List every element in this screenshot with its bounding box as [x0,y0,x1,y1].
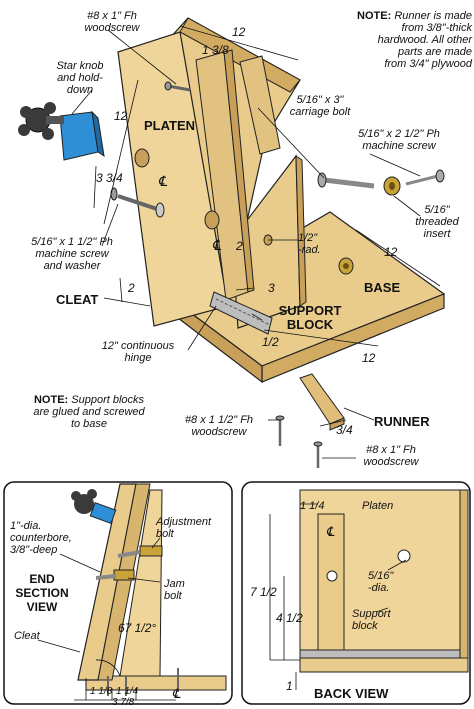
adjustment-bolt-label: Adjustment bolt [156,516,212,540]
dim-base-depth: 12 [384,245,398,259]
end-view-dim-b: 1 1/4 [116,686,139,697]
woodscrew-mid-label: #8 x 1 1/2" Fh woodscrew [184,414,254,438]
base-label: BASE [364,280,401,295]
woodscrew-mid [275,415,285,446]
carriage-bolt [317,172,375,189]
machine-screw-top-label: 5/16" x 2 1/2" Ph machine screw [358,128,440,152]
blocks-note: NOTE: Support blocks are glued and screw… [14,394,164,430]
dim-3: 3 [268,281,275,295]
woodscrew-bottom-label: #8 x 1" Fh woodscrew [363,444,419,468]
back-view-dim-outer: 7 1/2 [250,585,277,599]
jam-bolt-label: Jam bolt [164,578,185,602]
support-block-label: SUPPORT BLOCK [278,303,342,332]
svg-text:℄: ℄ [158,175,168,190]
star-knob-holddown [18,102,105,161]
end-view-angle: 67 1/2° [118,621,157,635]
dim-top-offset: 1 3/8 [202,43,229,57]
end-view-centerline: ℄ [172,686,181,701]
dim-runner-width: 3/4 [336,423,353,437]
machine-screw-washer-label: 5/16" x 1 1/2" Ph machine screw and wash… [31,236,113,272]
back-view-centerline: ℄ [326,524,335,539]
rad-label: 1/2" -rad. [298,232,321,256]
blocks-note-text: Support blocks are glued and screwed to … [33,394,145,430]
end-view-support-block [119,489,163,677]
woodscrew-bottom [313,441,323,468]
bolt-hole [204,210,220,230]
runner-note-prefix: NOTE: [357,10,392,22]
threaded-insert [338,176,401,275]
machine-screw-top [405,169,445,186]
end-view-cleat-label: Cleat [14,630,40,642]
carriage-bolt-label: 5/16" x 3" carriage bolt [289,94,351,118]
dim-platen-height: 12 [114,109,128,123]
runner-note-text: Runner is made from 3/8"-thick hardwood.… [377,10,472,70]
dim-2: 2 [236,239,243,253]
runner-note: NOTE: Runner is made from 3/8"-thick har… [300,10,472,70]
knob-hole [134,148,150,168]
runner [299,373,345,425]
back-view-title: BACK VIEW [314,686,389,701]
main-dimension-lines [71,25,441,459]
threaded-insert-label: 5/16" threaded insert [415,204,459,240]
end-view-dim-total: 3 7/8 [112,697,135,708]
dim-knob-offset: 3 3/4 [96,171,123,185]
woodscrew-top-label: #8 x 1" Fh woodscrew [84,10,140,34]
end-view-title: END SECTION VIEW [15,572,69,614]
woodscrew-top [164,81,191,92]
hinge-label: 12" continuous hinge [101,340,175,364]
svg-text:℄: ℄ [212,239,222,254]
blocks-note-prefix: NOTE: [33,394,69,406]
back-view-dim-inner: 4 1/2 [276,611,303,625]
platen-label: PLATEN [144,118,196,133]
platen-strip-2 [239,55,281,155]
dim-platen-width: 12 [232,25,246,39]
machine-screw-washer [110,187,165,218]
dim-cleat-height: 2 [128,281,135,295]
dim-base-width: 12 [362,351,376,365]
continuous-hinge [209,291,273,335]
back-view-dim-bottom: 1 [286,679,293,693]
back-view-platen-thickness: 1 1/4 [300,500,325,512]
back-view-hole-label: 5/16" -dia. [368,570,394,594]
end-view-dim-a: 1 1/8 [90,686,113,697]
counterbore-label: 1"-dia. counterbore, 3/8"-deep [10,520,72,556]
back-view-support-block-label: Support block [352,608,391,632]
runner-label: RUNNER [374,414,430,429]
cleat-label: CLEAT [56,292,99,307]
back-view-platen-label: Platen [362,500,394,512]
star-knob-label: Star knob and hold- down [56,60,104,96]
dim-half: 1/2 [262,335,279,349]
